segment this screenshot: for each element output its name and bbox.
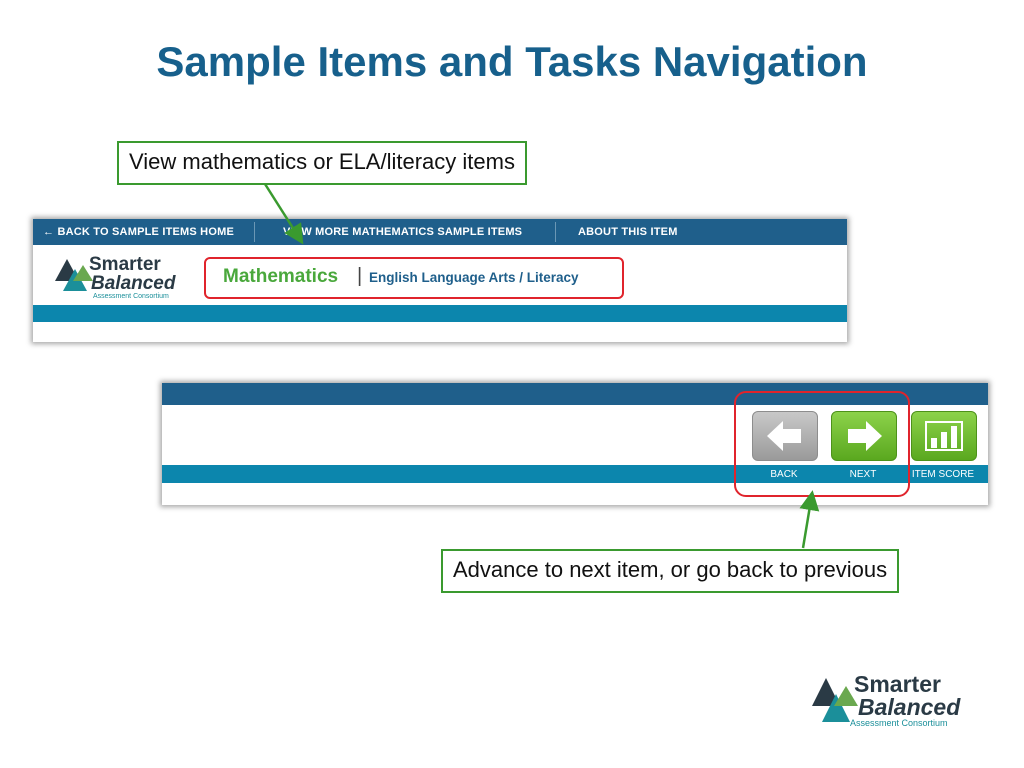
back-button-label: BACK [770, 469, 798, 480]
item-score-button-label: ITEM SCORE [911, 469, 975, 480]
header-accent-bar [33, 305, 847, 322]
item-navigation-screenshot: BACK NEXT ITEM SCORE [162, 383, 988, 505]
logo-big-line2: Balanced [858, 694, 961, 720]
item-score-button[interactable] [911, 411, 977, 461]
arrow-to-nav-buttons [799, 490, 820, 549]
smarter-balanced-logo: Smarter Balanced Assessment Consortium [55, 254, 176, 300]
next-button[interactable] [831, 411, 897, 461]
arrow-right-icon [848, 421, 882, 451]
logo-line2: Balanced [91, 273, 176, 294]
logo-big-line1: Smarter [854, 671, 941, 697]
arrow-left-icon [767, 421, 801, 451]
navigation-buttons-highlight [734, 391, 910, 497]
nav-divider [555, 222, 556, 242]
logo-line3: Assessment Consortium [93, 293, 169, 300]
mathematics-tab[interactable]: Mathematics [223, 266, 339, 287]
nav-divider [254, 222, 255, 242]
footer-top-bar [162, 383, 988, 405]
logo-big-line3: Assessment Consortium [850, 718, 948, 728]
logo-line1: Smarter [89, 254, 161, 275]
ela-literacy-tab[interactable]: English Language Arts / Literacy [369, 270, 579, 285]
back-button[interactable] [752, 411, 818, 461]
back-to-sample-items-home-link[interactable]: ← BACK TO SAMPLE ITEMS HOME [43, 226, 234, 238]
footer-accent-bar [162, 465, 988, 483]
slide-title: Sample Items and Tasks Navigation [156, 38, 868, 85]
subject-selector-highlight: Mathematics | English Language Arts / Li… [204, 257, 624, 299]
smarter-balanced-logo: Smarter Balanced Assessment Consortium [812, 671, 961, 728]
navigation-callout: Advance to next item, or go back to prev… [441, 549, 900, 593]
subject-callout: View mathematics or ELA/literacy items [117, 141, 527, 185]
top-navigation-bar: ← BACK TO SAMPLE ITEMS HOME VIEW MORE MA… [33, 219, 847, 245]
next-button-label: NEXT [849, 469, 877, 480]
about-this-item-link[interactable]: ABOUT THIS ITEM [578, 226, 678, 238]
bar-chart-icon [925, 421, 963, 451]
view-more-math-items-link[interactable]: VIEW MORE MATHEMATICS SAMPLE ITEMS [283, 226, 523, 238]
subject-separator: | [357, 265, 363, 287]
site-header-screenshot: ← BACK TO SAMPLE ITEMS HOME VIEW MORE MA… [33, 219, 847, 342]
